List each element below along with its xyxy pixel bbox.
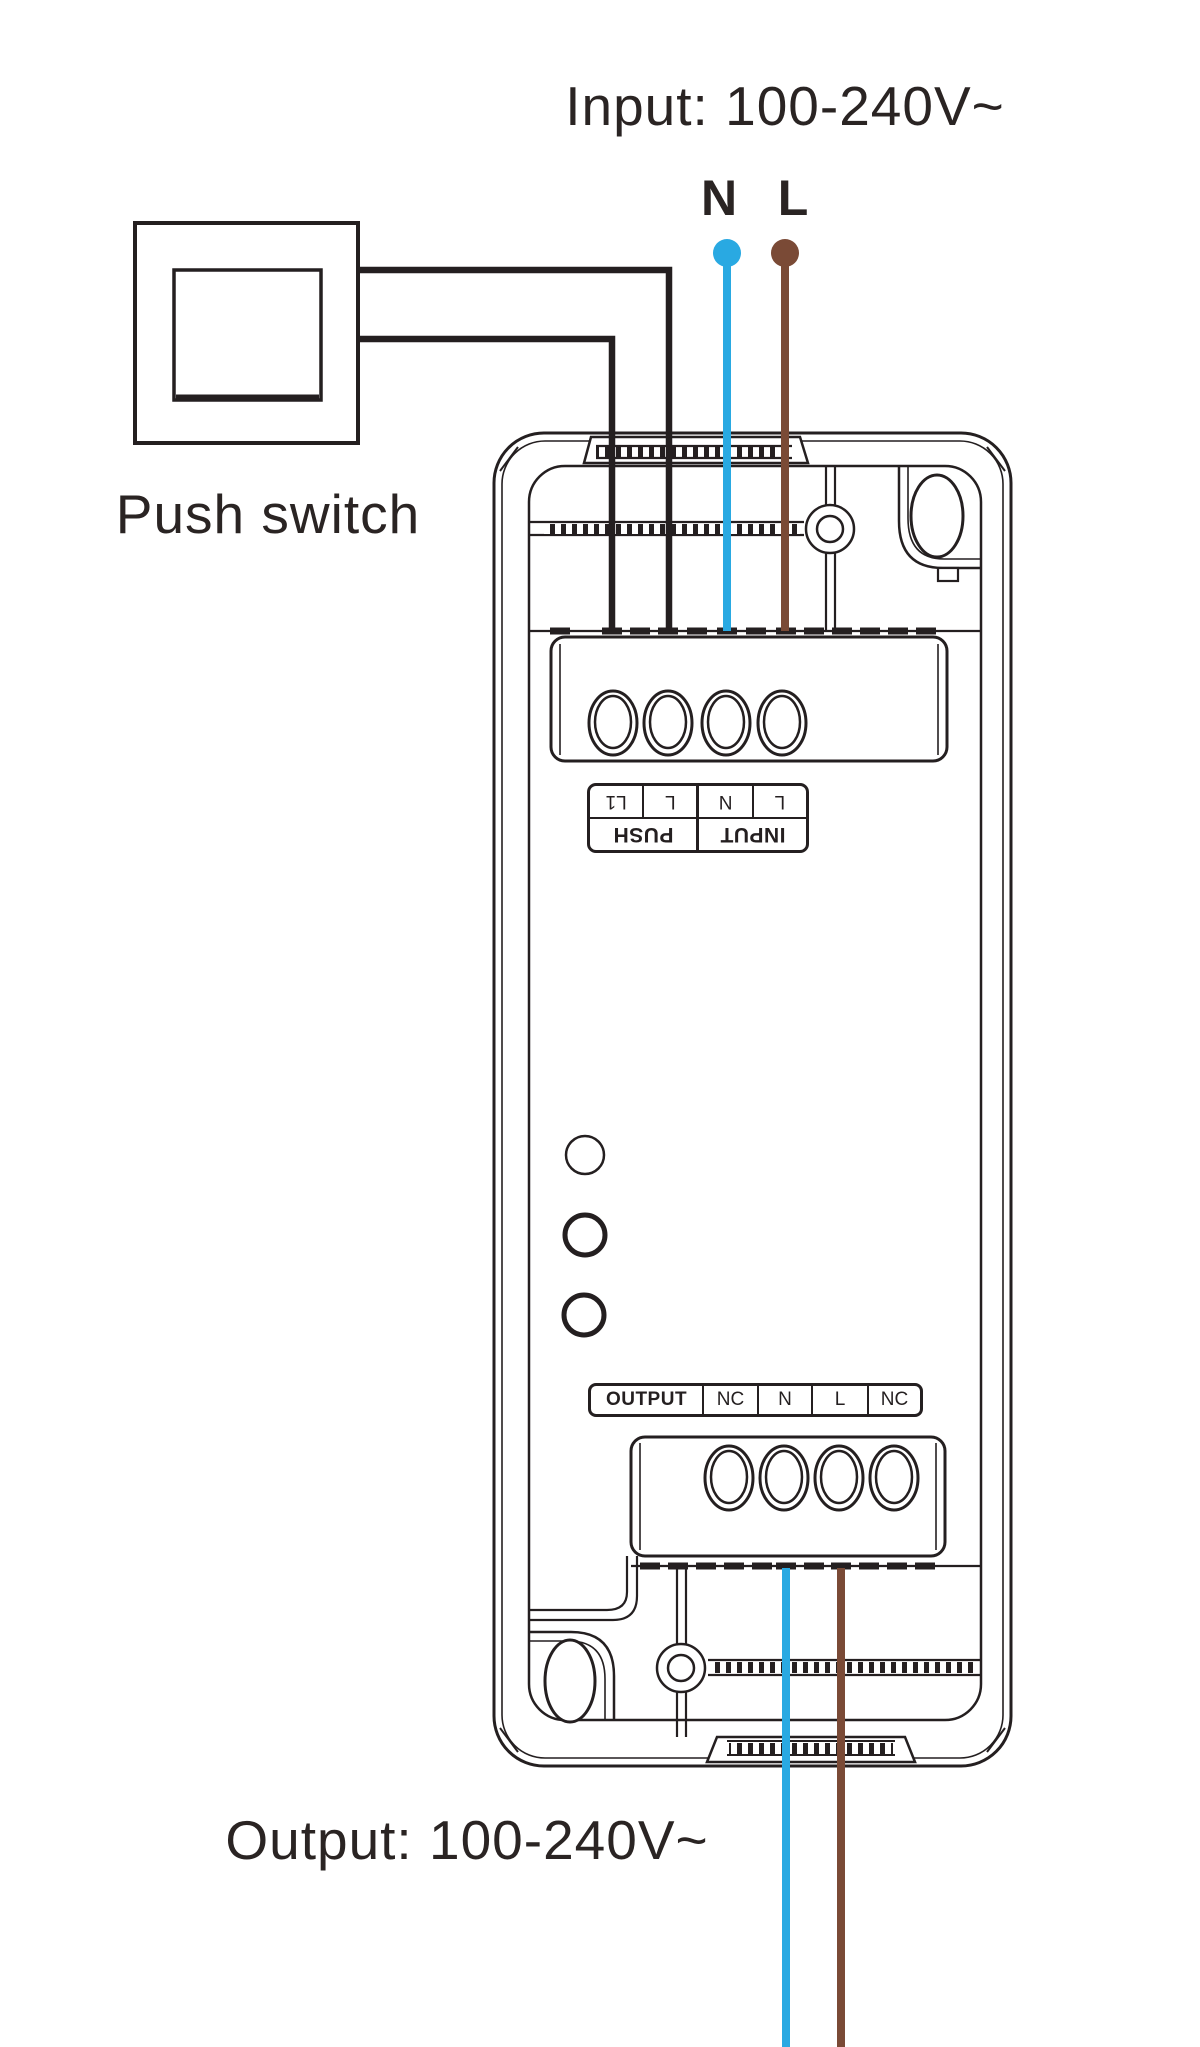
push-input-terminal-row: L N L L1: [590, 786, 806, 819]
button-and-led-circles: [561, 1134, 608, 1338]
terminal-cell-input-n: N: [696, 786, 752, 817]
terminal-block-top: [549, 635, 949, 763]
push-switch-wire-1: [357, 266, 673, 631]
push-input-label-row: INPUT PUSH: [590, 819, 806, 850]
terminal-cell-push-l1: L1: [605, 791, 627, 813]
terminal-cell-output-l: L: [813, 1386, 869, 1414]
din-clip-top: [582, 435, 810, 465]
wires: [357, 239, 845, 2047]
screw-boss-top: [804, 467, 856, 631]
push-input-label-plate: INPUT PUSH L N L L1: [587, 783, 809, 853]
push-switch-label: Push switch: [115, 483, 421, 545]
input-live-label: L: [777, 170, 809, 226]
terminal-block-bottom: [629, 1435, 947, 1558]
led-circle: [564, 1134, 606, 1176]
mounting-slot-bottom: [529, 1630, 616, 1724]
relay-module-body: [492, 431, 1013, 1768]
input-live-wire-end: [771, 239, 799, 267]
push-switch-wire-2: [357, 335, 616, 631]
input-section-label: INPUT: [696, 819, 806, 850]
screw-boss-bottom: [655, 1566, 707, 1737]
terminal-cell-output-nc1: NC: [704, 1386, 759, 1414]
input-neutral-label: N: [700, 170, 738, 226]
output-label-plate: OUTPUT NC N L NC: [588, 1383, 923, 1417]
din-clip-bottom: [705, 1735, 917, 1764]
terminal-cell-push-l: L: [642, 786, 697, 817]
button-circle-1: [562, 1212, 608, 1258]
input-neutral-wire-end: [713, 239, 741, 267]
push-switch-symbol: [133, 221, 360, 445]
output-title: Output: 100-240V~: [225, 1809, 709, 1871]
button-circle-2: [561, 1292, 607, 1338]
output-section-label: OUTPUT: [591, 1386, 704, 1414]
terminal-cell-output-n: N: [759, 1386, 813, 1414]
terminal-cell-output-nc2: NC: [880, 1389, 909, 1410]
push-section-label: PUSH: [613, 823, 674, 847]
terminal-cell-input-l: L: [751, 786, 806, 817]
step-wall-bottom: [529, 1556, 639, 1622]
input-title: Input: 100-240V~: [565, 75, 1005, 137]
mounting-slot-top: [897, 467, 981, 583]
